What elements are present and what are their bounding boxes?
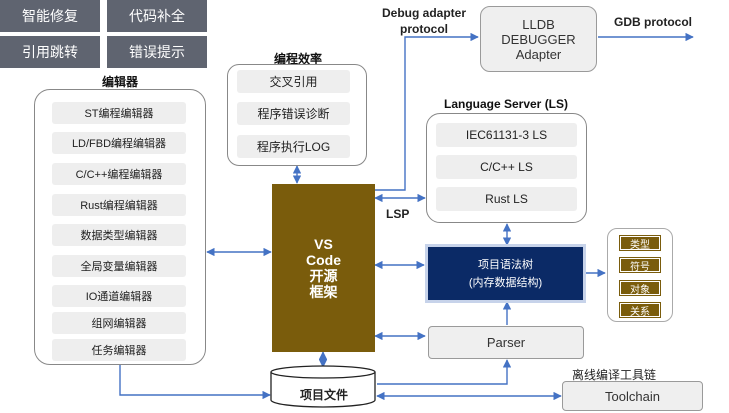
parser-block: Parser — [428, 326, 584, 359]
ls-item-rust: Rust LS — [436, 187, 577, 211]
editor-item: 组网编辑器 — [52, 312, 186, 334]
editor-group-title: 编辑器 — [101, 75, 138, 89]
efficiency-item-cross-reference: 交叉引用 — [237, 70, 350, 93]
project-file-label: 项目文件 — [299, 388, 348, 402]
feature-label: 错误提示 — [129, 44, 185, 60]
core-line: VS — [314, 236, 333, 252]
ast-tag-object: 对象 — [619, 280, 661, 296]
editor-item: Rust编程编辑器 — [52, 194, 186, 216]
core-line: 开源 — [309, 268, 338, 284]
debugger-line: LLDB — [522, 16, 555, 32]
ast-tag-relation: 关系 — [619, 302, 661, 318]
ast-tags-panel — [607, 228, 673, 322]
editor-item: 数据类型编辑器 — [52, 224, 186, 246]
editor-item: ST编程编辑器 — [52, 102, 186, 124]
efficiency-item-execution-log: 程序执行LOG — [237, 135, 350, 158]
efficiency-group-title: 编程效率 — [273, 52, 322, 66]
editor-item: IO通道编辑器 — [52, 285, 186, 307]
ast-line: (内存数据结构) — [468, 276, 543, 289]
editor-item: LD/FBD编程编辑器 — [52, 132, 186, 154]
ast-line: 项目语法树 — [477, 258, 533, 271]
file-parser-arrow — [377, 359, 512, 385]
feature-tile-error-hint: 错误提示 — [107, 36, 207, 68]
ls-item-iec: IEC61131-3 LS — [436, 123, 577, 147]
core-line: 框架 — [309, 284, 338, 300]
feature-label: 智能修复 — [22, 8, 78, 24]
feature-tile-smart-fix: 智能修复 — [0, 0, 100, 32]
lldb-debugger-adapter: LLDB DEBUGGER Adapter — [480, 6, 597, 72]
feature-label: 引用跳转 — [22, 44, 78, 60]
debugger-line: Adapter — [515, 46, 562, 62]
editor-file-arrow — [119, 365, 271, 400]
efficiency-item-error-diagnosis: 程序错误诊断 — [237, 102, 350, 125]
ast-tag-symbol: 符号 — [619, 257, 661, 273]
editor-item: C/C++编程编辑器 — [52, 163, 186, 185]
core-debug-arrow — [375, 32, 479, 191]
debug-protocol-label: Debug adapter protocol — [374, 5, 474, 37]
language-server-title: Language Server (LS) — [443, 97, 569, 111]
debug-protocol-line: protocol — [400, 22, 448, 36]
toolchain-title: 离线编译工具链 — [572, 368, 657, 382]
gdb-protocol-label: GDB protocol — [614, 15, 692, 29]
core-line: Code — [306, 252, 341, 268]
debug-protocol-line: Debug adapter — [381, 6, 466, 20]
feature-tile-reference-jump: 引用跳转 — [0, 36, 100, 68]
feature-label: 代码补全 — [129, 8, 185, 24]
vscode-core-block: VS Code 开源 框架 — [272, 184, 375, 352]
editor-item: 全局变量编辑器 — [52, 255, 186, 277]
debugger-line: DEBUGGER — [501, 31, 576, 47]
lsp-label: LSP — [386, 207, 410, 221]
editor-item: 任务编辑器 — [52, 339, 186, 361]
feature-tile-code-completion: 代码补全 — [107, 0, 207, 32]
ast-tag-type: 类型 — [619, 235, 661, 251]
toolchain-block: Toolchain — [562, 381, 703, 411]
project-file-cylinder — [270, 365, 376, 408]
project-ast-block: 项目语法树 (内存数据结构) — [428, 247, 583, 300]
ls-item-cpp: C/C++ LS — [436, 155, 577, 179]
